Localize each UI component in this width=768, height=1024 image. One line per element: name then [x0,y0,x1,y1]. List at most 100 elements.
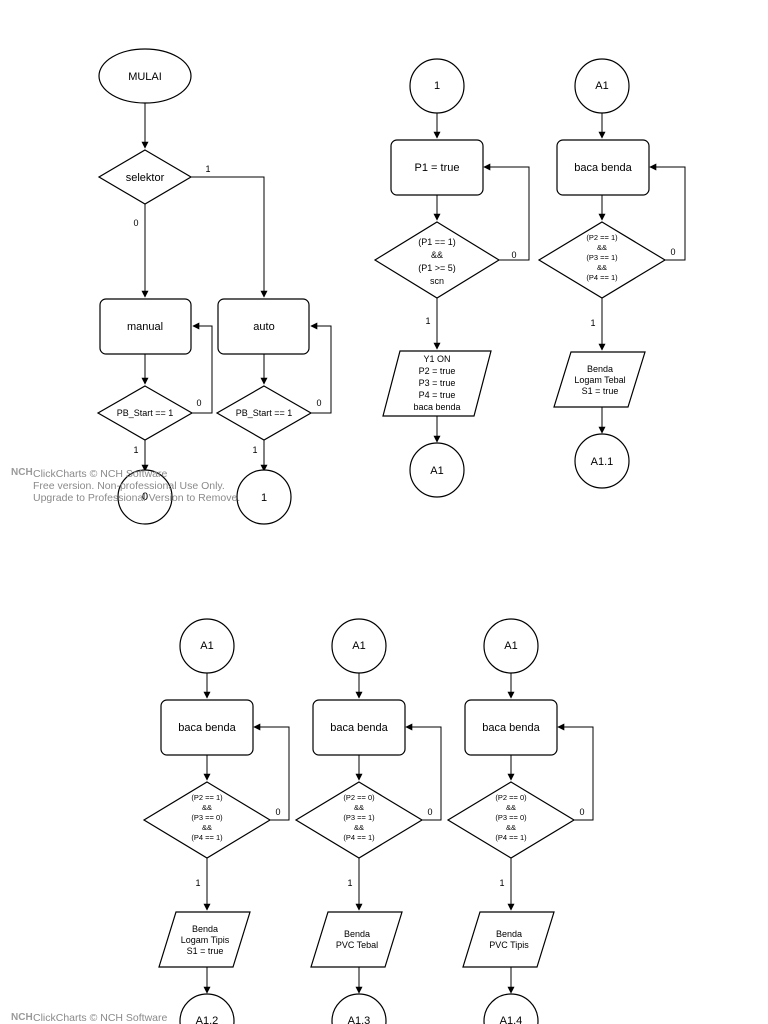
decision-line2: && [354,803,364,812]
auto-label: auto [253,321,274,333]
output-line3: S1 = true [187,946,224,956]
connector-end [574,433,630,489]
decision-line5: (P4 == 1) [495,833,527,842]
output-parallelogram [158,911,251,968]
flow-auto-mode: 1 P1 = true (P1 == 1) && (P1 >= 5) scn 0… [373,58,530,498]
connector-end-label: A1.2 [196,1015,219,1024]
selector-no-label: 0 [133,218,138,228]
connector-end [331,993,387,1024]
output-line4: P4 = true [419,390,456,400]
connector-start-label: A1 [352,640,365,652]
decision-line4: && [202,823,212,832]
read-object-process [556,139,650,196]
decision-line1: (P2 == 0) [343,793,375,802]
arrow [649,163,686,261]
p1-decision [373,221,501,299]
output-parallelogram [462,911,555,968]
output-line2: Logam Tipis [181,935,230,945]
decision-line5: (P4 == 1) [586,273,618,282]
flow-pvc-tipis: A1 baca benda (P2 == 0) && (P3 == 0) && … [446,618,594,1024]
flow-logam-tebal: A1 baca benda (P2 == 1) && (P3 == 1) && … [537,58,686,489]
read-object-label: baca benda [330,722,388,734]
connector-end-label: A1.4 [500,1015,523,1024]
decision-line3: (P3 == 1) [343,813,375,822]
connector-end-label: A1 [430,465,443,477]
flow-pvc-tebal: A1 baca benda (P2 == 0) && (P3 == 1) && … [294,618,442,1024]
arrow [310,322,332,414]
decision-line3: (P3 == 0) [191,813,223,822]
decision-no-label: 0 [427,807,432,817]
decision-line3: (P3 == 0) [495,813,527,822]
p1-yes-label: 1 [425,316,430,326]
decision-yes-label: 1 [347,878,352,888]
p1-decision-line1: (P1 == 1) [418,237,456,247]
pb-manual-yes-label: 1 [133,445,138,455]
decision-line5: (P4 == 1) [191,833,223,842]
output-line1: Y1 ON [423,354,450,364]
watermark-line1: ClickCharts © NCH Software [33,468,168,480]
p1-decision-line3: (P1 >= 5) [418,263,456,273]
read-object-label: baca benda [482,722,540,734]
arrow [191,176,268,298]
decision-yes-label: 1 [590,318,595,328]
connector-start-label: A1 [595,80,608,92]
manual-label: manual [127,321,163,333]
connector-start-label: A1 [504,640,517,652]
connector-auto-label: 1 [261,492,267,504]
decision-line1: (P2 == 0) [495,793,527,802]
decision-line5: (P4 == 1) [343,833,375,842]
nch-logo: NCH [11,1012,33,1023]
decision-line4: && [597,263,607,272]
flow-logam-tipis: A1 baca benda (P2 == 1) && (P3 == 0) && … [142,618,290,1024]
decision-line2: && [202,803,212,812]
output-line3: S1 = true [582,386,619,396]
connector-manual-label: 0 [142,491,148,503]
arrow [253,723,290,821]
p1-process-label: P1 = true [415,162,460,174]
output-line2: P2 = true [419,366,456,376]
output-line1: Benda [344,929,370,939]
output-line2: PVC Tebal [336,940,378,950]
decision-no-label: 0 [579,807,584,817]
decision-yes-label: 1 [195,878,200,888]
decision-line3: (P3 == 1) [586,253,618,262]
arrow [192,322,213,414]
decision-line4: && [506,823,516,832]
connector-end-label: A1.3 [348,1015,371,1024]
connector-start-label: 1 [434,80,440,92]
connector-end-label: A1.1 [591,456,614,468]
output-parallelogram [310,911,403,968]
decision-line2: && [506,803,516,812]
output-line5: baca benda [413,402,460,412]
read-object-label: baca benda [178,722,236,734]
arrow [405,723,442,821]
connector-end [179,993,235,1024]
output-line2: PVC Tipis [489,940,529,950]
p1-decision-line4: scn [430,276,444,286]
start-label: MULAI [128,71,162,83]
watermark-line2: Free version. Non-professional Use Only. [33,480,225,492]
read-object-label: baca benda [574,162,632,174]
output-line2: Logam Tebal [574,375,625,385]
watermark-line3: Upgrade to Professional Version to Remov… [33,492,240,504]
decision-no-label: 0 [670,247,675,257]
watermark-line1: ClickCharts © NCH Software [33,1012,168,1024]
connector-manual [117,469,173,525]
watermark-top: NCH ClickCharts © NCH Software Free vers… [11,467,240,504]
pb-start-manual-label: PB_Start == 1 [117,408,174,418]
decision-line1: (P2 == 1) [586,233,618,242]
output-line1: Benda [192,924,218,934]
decision-line2: && [597,243,607,252]
output-parallelogram [382,350,492,417]
flow-main-selector: MULAI selektor 1 0 manual auto PB_Start … [96,48,332,525]
decision-no-label: 0 [275,807,280,817]
p1-no-label: 0 [511,250,516,260]
connector-auto [236,469,292,525]
pb-auto-yes-label: 1 [252,445,257,455]
connector-end [409,442,465,498]
output-line1: Benda [587,364,613,374]
arrow [557,723,594,821]
nch-logo: NCH [11,467,33,478]
output-parallelogram [553,351,646,408]
